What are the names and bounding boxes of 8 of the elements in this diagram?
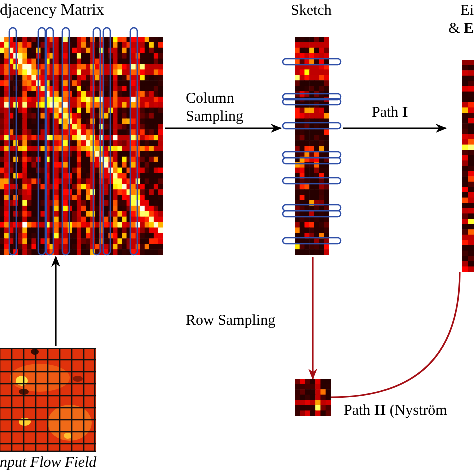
matrix-title: Ei & E [448,2,474,38]
arrow [343,124,448,133]
arrow [52,256,60,346]
matrix-title: Sketch [291,2,332,20]
picture-caption: nput Flow Field [0,454,97,472]
arrow [308,257,318,380]
arrow [165,124,282,133]
matrix-title: djacency Matrix [0,1,104,21]
